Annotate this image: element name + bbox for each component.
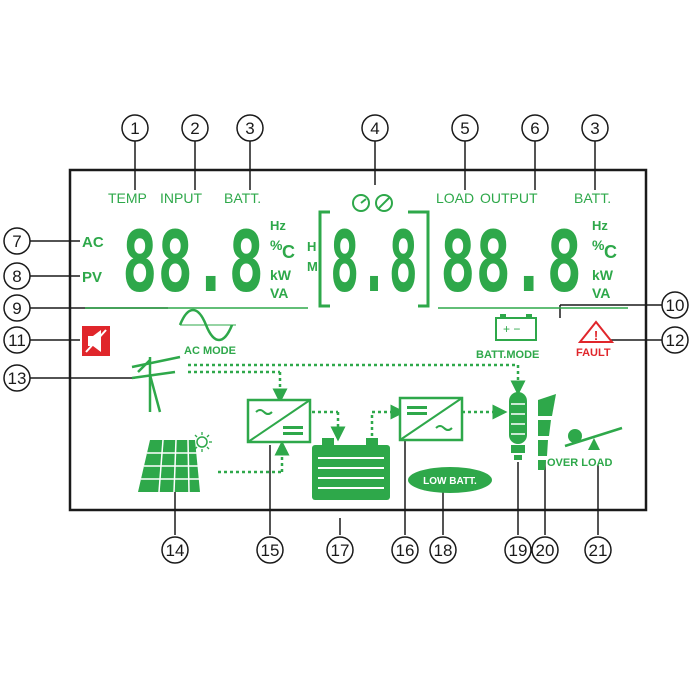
svg-text:8: 8 <box>12 267 21 286</box>
svg-text:LOW BATT.: LOW BATT. <box>423 476 477 487</box>
svg-text:15: 15 <box>261 541 280 560</box>
unit-left-hz: Hz <box>270 218 286 233</box>
label-input: INPUT <box>160 190 202 206</box>
ac-mode-indicator: AC MODE <box>178 308 236 357</box>
callout-19: 19 <box>504 536 532 564</box>
load-bulb-icon <box>509 392 527 460</box>
label-minute: M <box>307 259 318 274</box>
unit-left-c: C <box>282 242 295 262</box>
callout-markers: 1 2 3 4 5 6 3 7 8 9 10 11 12 13 14 15 17… <box>3 114 689 564</box>
unit-right-hz: Hz <box>592 218 608 233</box>
svg-text:AC MODE: AC MODE <box>184 345 236 357</box>
callout-1: 1 <box>121 114 149 142</box>
svg-text:OVER LOAD: OVER LOAD <box>547 457 612 469</box>
label-load: LOAD <box>436 190 474 206</box>
load-level-icon <box>538 394 556 470</box>
svg-text:21: 21 <box>589 541 608 560</box>
svg-text:12: 12 <box>666 331 685 350</box>
label-ac: AC <box>82 234 104 251</box>
inverter-icon-2 <box>398 396 464 442</box>
digits-left: 88.8 <box>122 213 264 311</box>
label-hour: H <box>307 239 316 254</box>
svg-text:2: 2 <box>190 119 199 138</box>
meter-icon <box>352 194 370 212</box>
svg-text:13: 13 <box>8 369 27 388</box>
svg-text:!: ! <box>594 328 598 343</box>
callout-16: 16 <box>391 536 419 564</box>
callout-21: 21 <box>584 536 612 564</box>
svg-text:FAULT: FAULT <box>576 347 611 359</box>
svg-text:14: 14 <box>166 541 185 560</box>
callout-7: 7 <box>3 227 31 255</box>
wrench-icon <box>375 194 393 212</box>
label-pv: PV <box>82 269 102 286</box>
callout-8: 8 <box>3 262 31 290</box>
label-temp: TEMP <box>108 190 147 206</box>
callout-5: 5 <box>451 114 479 142</box>
unit-left-percent: % <box>270 237 283 253</box>
callout-20: 20 <box>531 536 559 564</box>
callout-6: 6 <box>521 114 549 142</box>
inverter-icon-1 <box>246 398 312 444</box>
svg-text:16: 16 <box>396 541 415 560</box>
svg-text:7: 7 <box>12 232 21 251</box>
digits-middle: 8.8 <box>330 213 418 311</box>
unit-right-percent: % <box>592 237 605 253</box>
label-batt-right: BATT. <box>574 190 611 206</box>
svg-text:18: 18 <box>434 541 453 560</box>
speaker-mute-icon <box>82 326 110 356</box>
callout-11: 11 <box>3 326 31 354</box>
svg-text:20: 20 <box>536 541 555 560</box>
svg-text:10: 10 <box>666 296 685 315</box>
unit-right-c: C <box>604 242 617 262</box>
svg-text:BATT.MODE: BATT.MODE <box>476 349 539 361</box>
callout-18: 18 <box>429 536 457 564</box>
callout-15: 15 <box>256 536 284 564</box>
callout-3: 3 <box>236 114 264 142</box>
middle-bracket-right <box>418 210 430 308</box>
callout-3b: 3 <box>581 114 609 142</box>
svg-text:17: 17 <box>331 541 350 560</box>
unit-right-kw: kW <box>592 267 614 283</box>
callout-13: 13 <box>3 364 31 392</box>
svg-text:19: 19 <box>509 541 528 560</box>
svg-text:+ −: + − <box>503 322 520 336</box>
svg-text:9: 9 <box>12 299 21 318</box>
middle-bracket-left <box>318 210 330 308</box>
batt-mode-indicator: + − BATT.MODE <box>476 314 539 361</box>
overload-icon: OVER LOAD <box>547 426 623 469</box>
utility-pole-icon <box>131 355 181 413</box>
unit-right-va: VA <box>592 285 610 301</box>
svg-text:11: 11 <box>8 331 26 350</box>
unit-left-va: VA <box>270 285 288 301</box>
svg-text:3: 3 <box>245 119 254 138</box>
callout-9: 9 <box>3 294 31 322</box>
unit-left-kw: kW <box>270 267 292 283</box>
svg-text:5: 5 <box>460 119 469 138</box>
warning-triangle-icon: ! FAULT <box>576 320 615 359</box>
callout-4: 4 <box>361 114 389 142</box>
svg-text:4: 4 <box>370 119 379 138</box>
callout-2: 2 <box>181 114 209 142</box>
solar-panel-icon <box>138 432 212 493</box>
svg-text:1: 1 <box>130 119 139 138</box>
low-batt-indicator: LOW BATT. <box>408 467 492 493</box>
callout-12: 12 <box>661 326 689 354</box>
callout-17: 17 <box>326 536 354 564</box>
label-output: OUTPUT <box>480 190 538 206</box>
callout-10: 10 <box>661 291 689 319</box>
digits-right: 88.8 <box>440 213 582 311</box>
svg-text:3: 3 <box>590 119 599 138</box>
label-batt-left: BATT. <box>224 190 261 206</box>
callout-14: 14 <box>161 536 189 564</box>
battery-icon <box>312 438 390 500</box>
svg-text:6: 6 <box>530 119 539 138</box>
